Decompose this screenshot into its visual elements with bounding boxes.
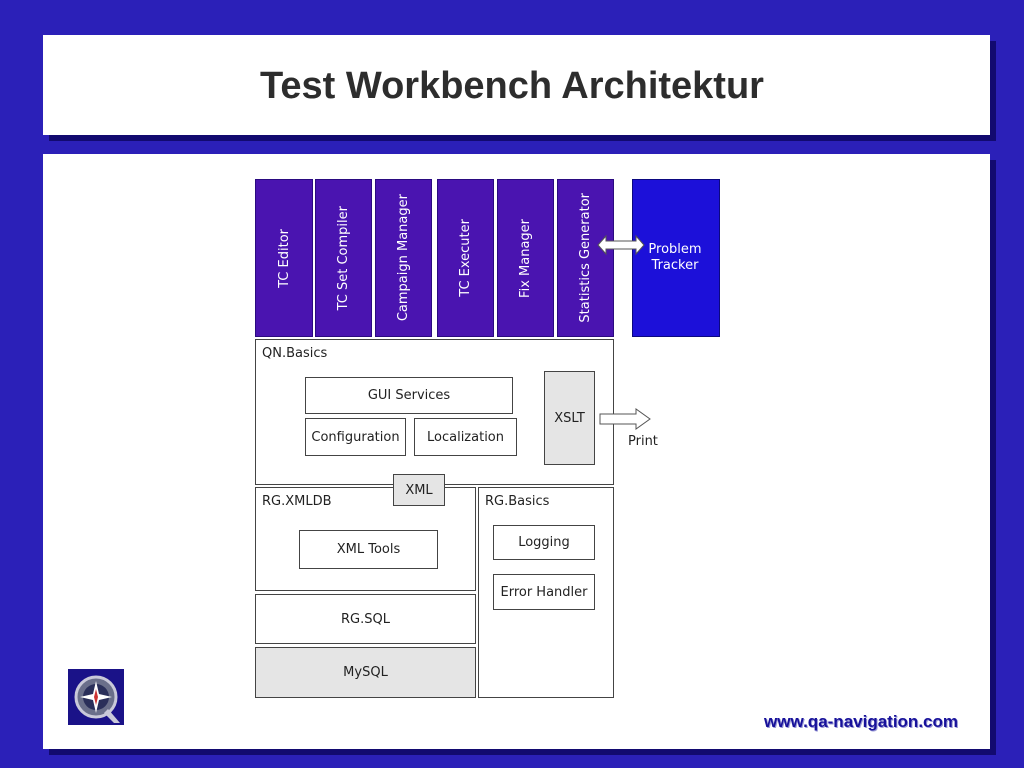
module-tc-executer: TC Executer [437, 179, 494, 337]
rg-xmldb-label: RG.XMLDB [262, 494, 332, 509]
module-label: TC Executer [458, 219, 473, 297]
title-panel [43, 35, 990, 135]
slide-title: Test Workbench Architektur [260, 65, 764, 107]
localization-box: Localization [414, 418, 517, 456]
module-label: Fix Manager [518, 218, 533, 298]
footer-url[interactable]: www.qa-navigation.com [764, 712, 958, 731]
qn-basics-label: QN.Basics [262, 346, 328, 361]
gui-services-label: GUI Services [367, 388, 451, 403]
problem-tracker-label: Problem Tracker [648, 242, 702, 273]
gui-services-box: GUI Services [305, 377, 513, 414]
qa-navigation-logo [68, 669, 124, 725]
module-tc-set-compiler: TC Set Compiler [315, 179, 372, 337]
module-fix-manager: Fix Manager [497, 179, 554, 337]
module-label: Campaign Manager [396, 194, 411, 322]
xml-tools-label: XML Tools [336, 542, 401, 557]
xml-connector-box: XML [393, 474, 445, 506]
rg-sql-label: RG.SQL [341, 611, 390, 627]
rg-basics-label: RG.Basics [485, 494, 550, 509]
localization-label: Localization [427, 429, 504, 445]
mysql-box: MySQL [255, 647, 476, 698]
module-label: TC Set Compiler [336, 205, 351, 311]
rg-sql-box: RG.SQL [255, 594, 476, 644]
problem-tracker-box: Problem Tracker [632, 179, 720, 337]
module-label: Statistics Generator [578, 193, 593, 323]
xml-tools-box: XML Tools [299, 530, 438, 569]
mysql-label: MySQL [343, 665, 388, 680]
configuration-box: Configuration [305, 418, 406, 456]
compass-icon [74, 675, 120, 723]
print-label: Print [628, 434, 658, 449]
double-arrow-icon [597, 234, 645, 256]
error-handler-label: Error Handler [500, 584, 588, 600]
module-statistics-generator: Statistics Generator [557, 179, 614, 337]
module-tc-editor: TC Editor [255, 179, 313, 337]
xslt-label: XSLT [554, 410, 585, 426]
print-arrow-icon [599, 408, 651, 430]
xslt-box: XSLT [544, 371, 595, 465]
module-label: TC Editor [276, 228, 292, 288]
xml-connector-label: XML [405, 482, 433, 498]
configuration-label: Configuration [311, 429, 400, 445]
logging-box: Logging [493, 525, 595, 560]
logging-label: Logging [518, 535, 570, 550]
module-campaign-manager: Campaign Manager [375, 179, 432, 337]
error-handler-box: Error Handler [493, 574, 595, 610]
